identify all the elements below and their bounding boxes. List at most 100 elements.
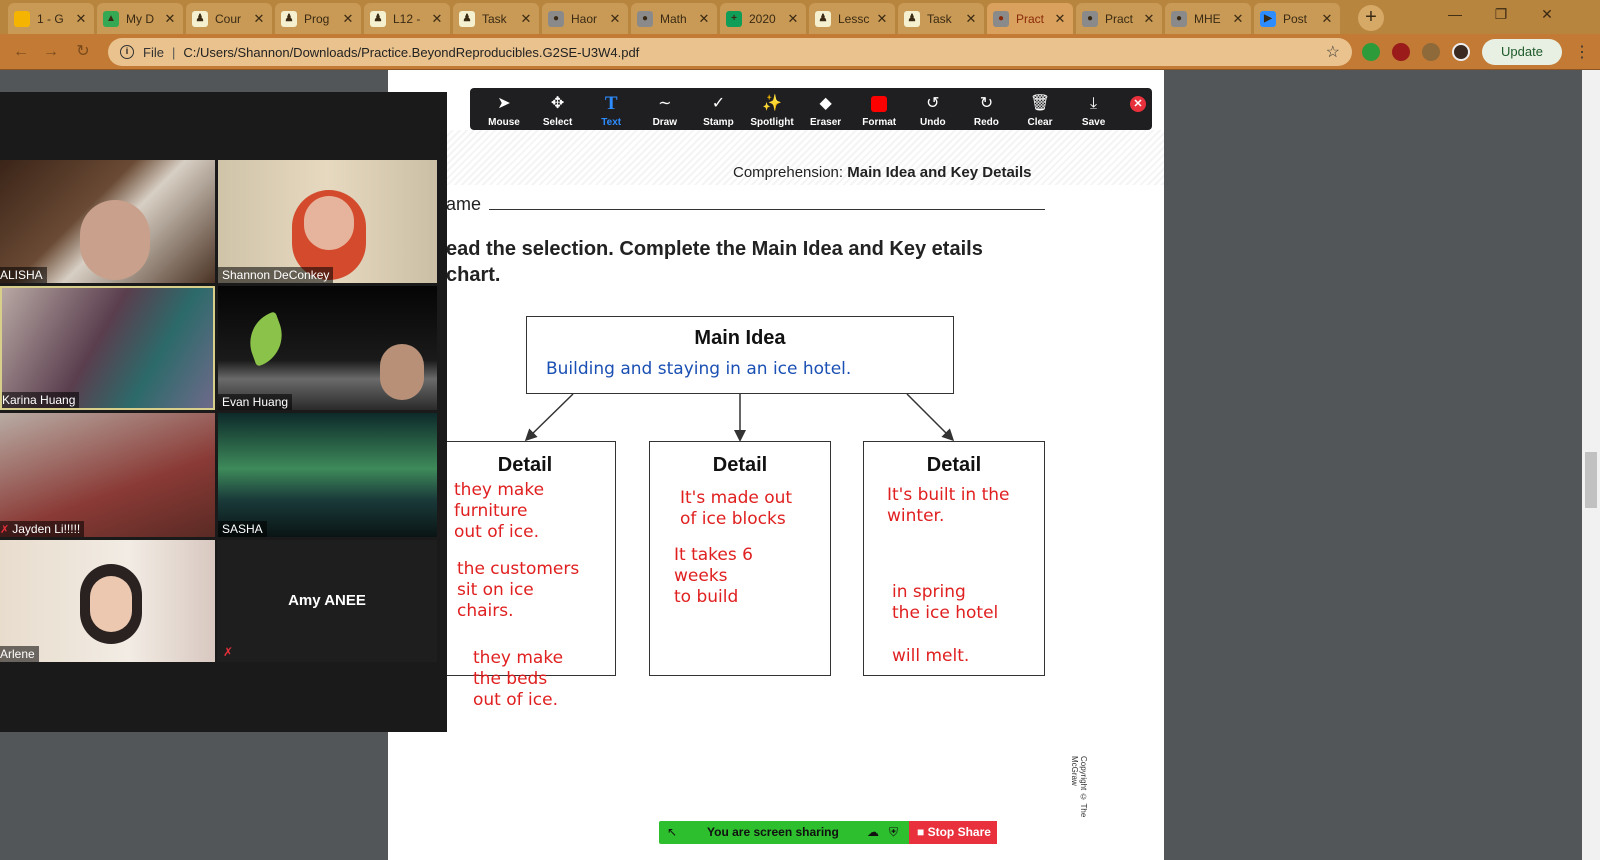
tool-spotlight[interactable]: ✨Spotlight [745,88,799,130]
tool-label: Draw [652,117,678,128]
ublock-icon[interactable] [1392,43,1410,61]
browser-tab[interactable]: ●Math✕ [631,3,717,34]
address-bar[interactable]: i File | C:/Users/Shannon/Downloads/Prac… [108,38,1352,66]
browser-tab[interactable]: 1 - G✕ [8,3,94,34]
tab-title: Lessc [838,11,870,26]
new-tab-button[interactable]: + [1358,5,1384,31]
close-tab-icon[interactable]: ✕ [1054,10,1066,26]
forward-icon[interactable]: → [43,43,59,60]
tool-select[interactable]: ✥Select [531,88,585,130]
tool-redo[interactable]: ↻Redo [959,88,1013,130]
detail-heading: Detail [497,454,553,476]
slides-icon [14,10,30,27]
browser-tab[interactable]: ▲My D✕ [97,3,183,34]
video-tile[interactable]: ✗Jayden Li!!!!! [0,413,215,537]
video-tile[interactable]: Evan Huang [218,286,437,410]
update-button[interactable]: Update [1482,39,1562,65]
extension-green-icon[interactable] [1362,43,1380,61]
close-tab-icon[interactable]: ✕ [164,10,176,26]
url-separator: | [171,44,176,60]
browser-tab[interactable]: ●Haor✕ [542,3,628,34]
name-label: ame [446,194,482,214]
scrollbar-thumb[interactable] [1585,452,1597,508]
video-tile[interactable]: SASHA [218,413,437,537]
copyright-text: Copyright © The McGraw [1070,756,1088,818]
close-tab-icon[interactable]: ✕ [1232,10,1244,26]
extension-puzzle-icon[interactable] [1422,43,1440,61]
close-tab-icon[interactable]: ✕ [1143,10,1155,26]
browser-tab[interactable]: ♟Cour✕ [186,3,272,34]
close-tab-icon[interactable]: ✕ [342,10,354,26]
browser-tab[interactable]: ●MHE✕ [1165,3,1251,34]
reload-icon[interactable]: ↻ [76,43,90,60]
video-tile-active-speaker[interactable]: Karina Huang [0,286,215,410]
section-label: Comprehension: [733,164,844,181]
tool-label: Mouse [488,117,520,128]
tool-mouse[interactable]: ➤Mouse [477,88,531,130]
mic-muted-icon: ✗ [223,645,234,659]
participant-name: Evan Huang [218,394,293,410]
tool-label: Select [542,117,573,128]
tab-title: 2020 [749,11,776,26]
annotation-note: It's built in the winter. [887,485,1010,526]
classroom-icon: ♟ [192,10,208,27]
video-tile[interactable]: ALISHA [0,160,215,283]
profile-avatar[interactable] [1452,43,1470,61]
browser-tab[interactable]: ▶Post✕ [1254,3,1340,34]
close-tab-icon[interactable]: ✕ [75,10,87,26]
close-tab-icon[interactable]: ✕ [253,10,265,26]
video-tile-camera-off[interactable]: Amy ANEE ✗ [217,540,437,662]
close-tab-icon[interactable]: ✕ [1321,10,1333,26]
close-tab-icon[interactable]: ✕ [876,10,888,26]
tab-title: Pract [1105,11,1134,26]
classroom-icon: ♟ [459,10,475,27]
video-tile[interactable]: Arlene [0,540,215,662]
url-text[interactable]: C:/Users/Shannon/Downloads/Practice.Beyo… [183,44,640,60]
section-heading: Comprehension: Main Idea and Key Details [733,164,1031,181]
participant-name: ✗Jayden Li!!!!! [0,521,85,537]
browser-tab[interactable]: ♟ Prog ✕ [275,3,361,34]
close-tab-icon[interactable]: ✕ [787,10,799,26]
tool-stamp[interactable]: ✓Stamp [691,88,745,130]
close-tab-icon[interactable]: ✕ [965,10,977,26]
globe-icon: ● [1171,10,1187,27]
close-window-icon[interactable]: ✕ [1541,6,1553,22]
browser-tab[interactable]: ♟Task✕ [453,3,539,34]
tool-draw[interactable]: ∼Draw [638,88,692,130]
classroom-icon: ♟ [281,10,297,27]
restore-icon[interactable]: ❐ [1494,6,1508,22]
tool-label: Clear [1027,117,1053,128]
browser-tab[interactable]: +2020 ✕ [720,3,806,34]
close-annotate-icon[interactable]: ✕ [1130,96,1146,112]
stop-share-button[interactable]: ■ Stop Share [909,821,997,844]
video-tile[interactable]: Shannon DeConkey [218,160,437,283]
checkmark-icon: ✓ [711,95,726,112]
browser-tab[interactable]: ●Pract✕ [987,3,1073,34]
tab-title: Prog [304,11,330,26]
tool-save[interactable]: ⤓Save [1067,88,1121,130]
browser-tab[interactable]: ♟L12 -✕ [364,3,450,34]
close-tab-icon[interactable]: ✕ [431,10,443,26]
sheets-icon: + [726,10,742,27]
browser-tab[interactable]: ♟Task✕ [898,3,984,34]
tool-clear[interactable]: 🗑Clear [1013,88,1067,130]
classroom-icon: ♟ [815,10,831,27]
tab-title: My D [126,11,154,26]
back-icon[interactable]: ← [13,43,29,60]
close-tab-icon[interactable]: ✕ [520,10,532,26]
close-tab-icon[interactable]: ✕ [698,10,710,26]
minimize-icon[interactable]: — [1448,6,1462,22]
drag-handle-icon[interactable]: ↖ [667,825,678,839]
share-status: You are screen sharing [707,825,839,839]
menu-icon[interactable]: ⋮ [1574,44,1590,61]
browser-tab[interactable]: ●Pract✕ [1076,3,1162,34]
bookmark-star-icon[interactable]: ☆ [1325,44,1340,61]
browser-tab[interactable]: ♟ Lessc ✕ [809,3,895,34]
info-icon[interactable]: i [120,45,134,59]
tool-format[interactable]: Format [852,88,906,130]
tool-eraser[interactable]: ◆Eraser [799,88,853,130]
close-tab-icon[interactable]: ✕ [609,10,621,26]
tool-undo[interactable]: ↺Undo [906,88,960,130]
